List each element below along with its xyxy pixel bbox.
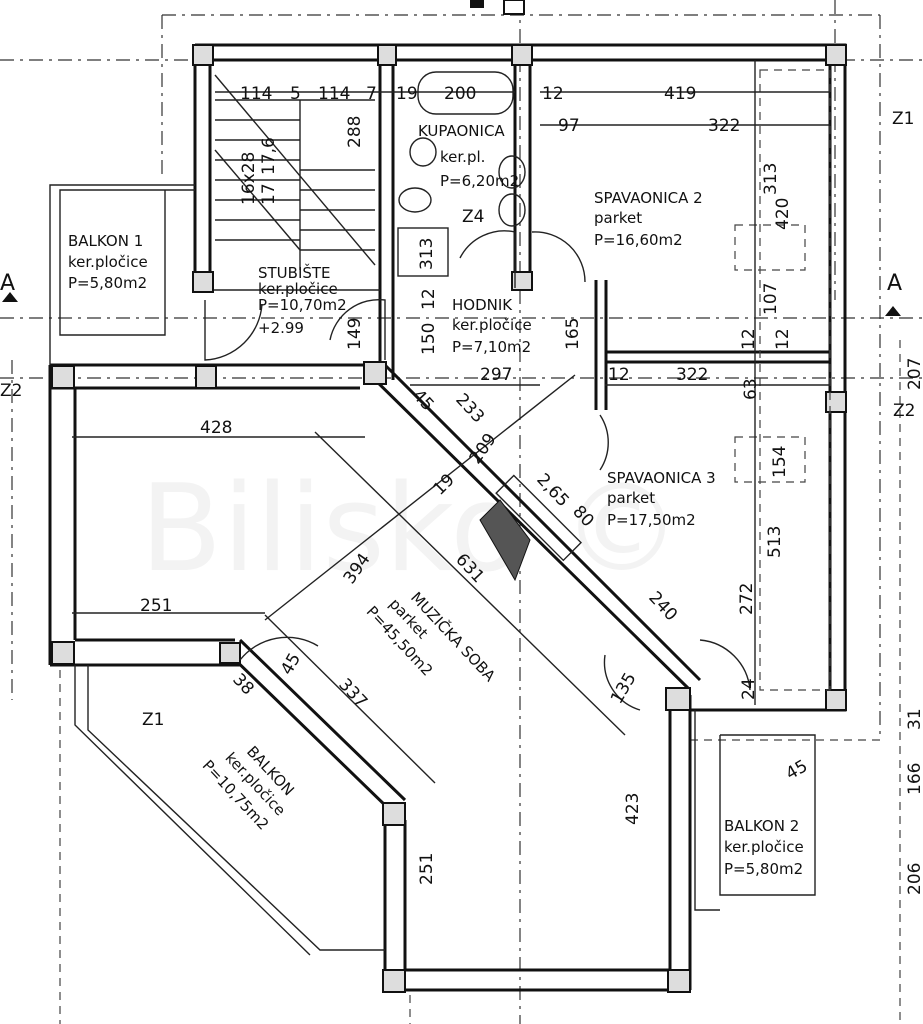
axis-label-z2-left: Z2 <box>0 381 22 401</box>
dim-313b: 313 <box>417 238 437 270</box>
dim-313a: 313 <box>761 163 781 195</box>
section-mark-right: A <box>887 271 902 296</box>
dim-114a: 114 <box>240 84 272 104</box>
axis-label-z4: Z4 <box>462 207 484 227</box>
axis-label-z1-bottom: Z1 <box>142 710 164 730</box>
room-balkon2-area: P=5,80m2 <box>724 860 803 878</box>
axis-label-z2-right: Z2 <box>893 401 915 421</box>
bathroom-fixtures <box>397 71 526 277</box>
doors <box>204 230 751 711</box>
dim-207: 207 <box>905 358 923 390</box>
room-kupaonica-name: KUPAONICA <box>418 122 505 140</box>
room-stubiste-area: P=10,70m2 <box>258 296 347 314</box>
watermark: Bilisko © <box>140 460 682 599</box>
dim-45c: 45 <box>783 756 812 784</box>
top-marker <box>470 0 525 15</box>
axis-labels: Z1 Z2 Z2 Z1 Z4 <box>0 109 915 730</box>
room-spavaonica2-floor: parket <box>594 209 642 227</box>
dim-166: 166 <box>905 763 923 795</box>
dim-251b: 251 <box>417 853 437 885</box>
dim-423: 423 <box>623 793 643 825</box>
room-balkon1-name: BALKON 1 <box>68 232 143 250</box>
dim-150: 150 <box>419 323 439 355</box>
staircase <box>214 74 376 270</box>
room-spavaonica3-area: P=17,50m2 <box>607 511 696 529</box>
dimension-lines <box>72 60 830 784</box>
dim-12e: 12 <box>608 365 630 385</box>
dim-12d: 12 <box>419 288 439 310</box>
axis-label-z1-top: Z1 <box>892 109 914 129</box>
section-marks: A A <box>0 271 902 316</box>
dim-154: 154 <box>770 446 790 478</box>
dim-97: 97 <box>558 116 580 136</box>
dim-7: 7 <box>366 84 377 104</box>
room-kupaonica-floor: ker.pl. <box>440 148 485 166</box>
dim-428: 428 <box>200 418 232 438</box>
dim-206: 206 <box>905 863 923 895</box>
columns <box>51 44 847 993</box>
room-spavaonica3-floor: parket <box>607 489 655 507</box>
room-balkon2-name: BALKON 2 <box>724 817 799 835</box>
dim-288: 288 <box>345 116 365 148</box>
room-hodnik-name: HODNIK <box>452 296 513 314</box>
dim-513: 513 <box>765 526 785 558</box>
dim-114b: 114 <box>318 84 350 104</box>
walls <box>48 43 847 992</box>
dim-24: 24 <box>739 678 759 700</box>
room-balkon2-floor: ker.pločice <box>724 838 804 856</box>
dim-420: 420 <box>773 198 793 230</box>
room-labels: KUPAONICA ker.pl. P=6,20m2 SPAVAONICA 2 … <box>68 122 804 878</box>
room-spavaonica2-area: P=16,60m2 <box>594 231 683 249</box>
dim-12c: 12 <box>773 328 793 350</box>
dim-322a: 322 <box>708 116 740 136</box>
dim-272: 272 <box>737 583 757 615</box>
section-mark-left: A <box>0 271 15 296</box>
dim-38: 38 <box>228 670 257 699</box>
balconies <box>49 184 816 956</box>
dim-200: 200 <box>444 84 476 104</box>
dim-12b: 12 <box>739 328 759 350</box>
dim-19: 19 <box>396 84 418 104</box>
room-stubiste-floor: ker.pločice <box>258 280 338 298</box>
dim-297: 297 <box>480 365 512 385</box>
room-stubiste-name: STUBIŠTE <box>258 263 331 282</box>
dim-337: 337 <box>334 675 371 712</box>
dim-16x28: 16x28 <box>239 152 259 205</box>
dim-45a: 45 <box>408 386 437 415</box>
room-balkon1-floor: ker.pločice <box>68 253 148 271</box>
dim-12a: 12 <box>542 84 564 104</box>
dim-165: 165 <box>563 318 583 350</box>
chimney <box>479 474 583 582</box>
dim-322b: 322 <box>676 365 708 385</box>
room-hodnik-floor: ker.pločice <box>452 316 532 334</box>
room-spavaonica2-name: SPAVAONICA 2 <box>594 189 703 207</box>
room-stubiste-level: +2.99 <box>258 319 304 337</box>
dim-149: 149 <box>345 318 365 350</box>
dim-45b: 45 <box>277 650 305 679</box>
room-spavaonica3-name: SPAVAONICA 3 <box>607 469 716 487</box>
dim-135: 135 <box>607 669 641 707</box>
room-kupaonica-area: P=6,20m2 <box>440 172 519 190</box>
dim-176: 17,6 <box>259 137 279 175</box>
room-hodnik-area: P=7,10m2 <box>452 338 531 356</box>
dim-251a: 251 <box>140 596 172 616</box>
dim-63: 63 <box>741 378 761 400</box>
dim-233: 233 <box>451 390 488 427</box>
room-balkon1-area: P=5,80m2 <box>68 274 147 292</box>
dim-31: 31 <box>905 708 923 730</box>
dim-5: 5 <box>290 84 301 104</box>
dim-107: 107 <box>761 283 781 315</box>
dim-17: 17 <box>259 183 279 205</box>
dim-419: 419 <box>664 84 696 104</box>
beds <box>734 69 831 691</box>
